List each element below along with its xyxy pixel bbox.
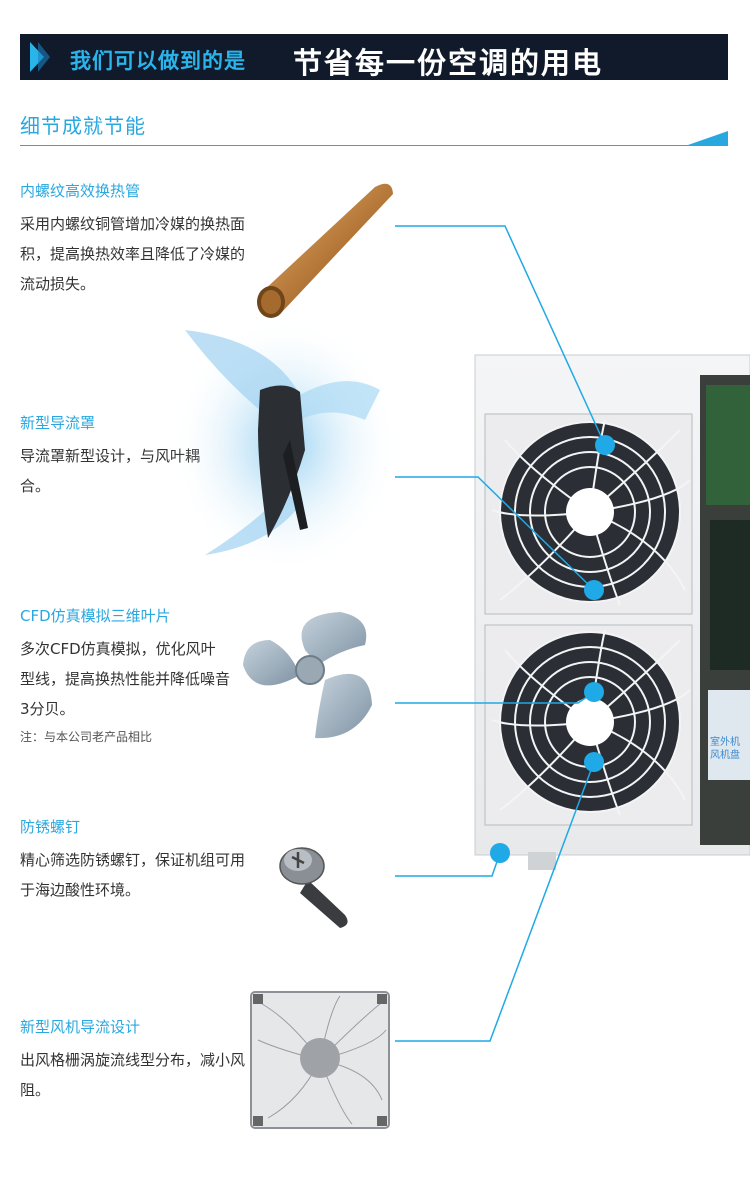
unit-sticker-label: 风机盘: [710, 748, 740, 761]
feature-title: 防锈螺钉: [20, 818, 81, 836]
header-banner: 我们可以做到的是 节省每一份空调的用电: [20, 34, 728, 80]
feature-description: 出风格栅涡旋流线型分布，减小风阻。: [20, 1051, 246, 1099]
copper-tube-image: [257, 183, 393, 318]
divider-accent: [688, 131, 728, 145]
callout-dot: [584, 682, 604, 702]
feature-title: 内螺纹高效换热管: [20, 182, 141, 200]
feature-note: 注：与本公司老产品相比: [20, 730, 153, 744]
feature-title: 新型风机导流设计: [20, 1018, 141, 1036]
feature-description: 多次CFD仿真模拟，优化风叶型线，提高换热性能并降低噪音3分贝。: [20, 640, 231, 718]
feature-shroud: 新型导流罩 导流罩新型设计，与风叶耦合。: [20, 412, 200, 501]
section-title: 细节成就节能: [20, 114, 146, 138]
fan-grille-image: [250, 991, 390, 1129]
feature-description: 采用内螺纹铜管增加冷媒的换热面积，提高换热效率且降低了冷媒的流动损失。: [20, 215, 246, 293]
fan-blade-image: [243, 612, 372, 739]
screw-image: [279, 847, 348, 928]
chevron-right-icon: [38, 42, 50, 72]
feature-title: CFD仿真模拟三维叶片: [20, 607, 171, 625]
unit-sticker-label: 室外机: [710, 735, 740, 748]
callout-dot: [584, 580, 604, 600]
feature-screw: 防锈螺钉 精心筛选防锈螺钉，保证机组可用于海边酸性环境。: [20, 816, 245, 905]
feature-description: 精心筛选防锈螺钉，保证机组可用于海边酸性环境。: [20, 851, 246, 899]
feature-grille: 新型风机导流设计 出风格栅涡旋流线型分布，减小风阻。: [20, 1016, 245, 1105]
feature-cfd-blade: CFD仿真模拟三维叶片 多次CFD仿真模拟，优化风叶型线，提高换热性能并降低噪音…: [20, 605, 230, 745]
callout-dots: [490, 435, 615, 863]
outdoor-unit-image: 室外机 风机盘: [474, 354, 750, 870]
feature-title: 新型导流罩: [20, 414, 96, 432]
callout-dot: [584, 752, 604, 772]
feature-description: 导流罩新型设计，与风叶耦合。: [20, 447, 201, 495]
feature-heat-tube: 内螺纹高效换热管 采用内螺纹铜管增加冷媒的换热面积，提高换热效率且降低了冷媒的流…: [20, 180, 245, 299]
callout-dot: [490, 843, 510, 863]
banner-lead: 我们可以做到的是: [70, 49, 246, 73]
banner-headline: 节省每一份空调的用电: [293, 46, 604, 80]
callout-dot: [595, 435, 615, 455]
shroud-image: [170, 315, 400, 575]
section-divider: [20, 145, 728, 146]
